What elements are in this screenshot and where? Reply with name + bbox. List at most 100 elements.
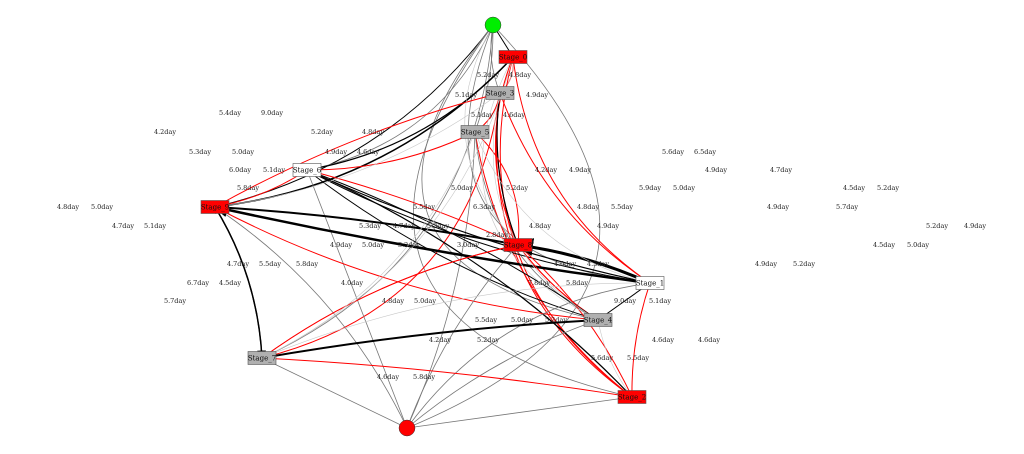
edge-label: 4.7day <box>112 222 134 230</box>
edge-label: 5.2day <box>477 71 499 79</box>
node-stage-9[interactable]: Stage_9 <box>200 200 230 214</box>
edge-label: 4.5day <box>843 184 865 192</box>
edge-Stage_7-Stage_4 <box>261 314 600 359</box>
edge-label: 4.9day <box>325 148 347 156</box>
edge-label: 3.0day <box>457 241 479 249</box>
edge-Stage_3-Stage_9 <box>214 92 501 209</box>
edge-label: 4.2day <box>154 128 176 136</box>
edge-label: 4.8day <box>509 71 531 79</box>
edge-label: 5.0day <box>907 241 929 249</box>
edge-label: 4.8day <box>529 222 551 230</box>
edge-label: 5.0day <box>91 203 113 211</box>
edge-label: 4.5day <box>873 241 895 249</box>
edge-Stage_5-Stage_8 <box>474 131 522 246</box>
edge-label: 4.9day <box>597 222 619 230</box>
edge-label: 4.7day <box>227 260 249 268</box>
edge-Stage_8-Stage_2 <box>517 244 633 398</box>
edge-Stage_3-Stage_1 <box>499 92 651 284</box>
edge-Stage_0-Stage_7 <box>261 56 514 359</box>
edge-start-Stage_7 <box>261 24 494 359</box>
edge-label: 5.0day <box>673 184 695 192</box>
edge-label: 5.1day <box>649 297 671 305</box>
edge-Stage_4-end <box>406 319 599 429</box>
edge-label: 4.6day <box>503 111 525 119</box>
edge-start-Stage_4 <box>421 24 599 322</box>
edge-label: 4.3day <box>587 260 609 268</box>
edge-label: 5.5day <box>627 354 649 362</box>
edge-Stage_9-end <box>214 206 408 429</box>
node-stage-3[interactable]: Stage_3 <box>485 86 515 100</box>
edge-label: 5.2day <box>793 260 815 268</box>
node-stage-2[interactable]: Stage_2 <box>617 390 647 404</box>
edge-Stage_2-end <box>406 396 633 430</box>
node-label: Stage_6 <box>293 167 322 175</box>
edge-label: 5.5day <box>475 316 497 324</box>
edge-label: 5.7day <box>836 203 858 211</box>
edge-label: 6.0day <box>229 166 251 174</box>
node-stage-7[interactable]: Stage_7 <box>247 351 277 365</box>
node-stage-0[interactable]: Stage_0 <box>498 50 528 64</box>
edge-label: 4.9day <box>964 222 986 230</box>
nodes: Stage_0Stage_3Stage_5Stage_6Stage_9Stage… <box>200 16 665 437</box>
edge-label: 5.5day <box>611 203 633 211</box>
edge-Stage_3-Stage_4 <box>492 92 599 321</box>
edge-start-Stage_5 <box>474 24 494 133</box>
node-stage-5[interactable]: Stage_5 <box>460 125 490 139</box>
edge-start-Stage_1 <box>467 24 651 285</box>
edge-label: 4.9day <box>755 260 777 268</box>
edge-label: 4.9day <box>526 91 548 99</box>
edge-Stage_7-Stage_2 <box>261 357 633 400</box>
edge-label: 5.2day <box>477 336 499 344</box>
edge-start-Stage_9 <box>214 24 494 209</box>
edge-label: 4.9day <box>705 166 727 174</box>
edge-Stage_4-Stage_2 <box>597 319 633 398</box>
edge-label: 5.0day <box>451 184 473 192</box>
edge-label: 5.0day <box>232 148 254 156</box>
edge-Stage_9-Stage_3 <box>214 91 501 208</box>
edge-label: 4.6day <box>377 373 399 381</box>
node-stage-6[interactable]: Stage_6 <box>292 163 322 177</box>
node-label: Stage_0 <box>499 54 527 62</box>
node-end[interactable] <box>398 419 416 437</box>
edge-labels: 5.2day 4.8day 4.9day 5.1day 5.1day 4.6day 5.4d… <box>57 71 986 381</box>
edge-start-Stage_2 <box>413 24 633 399</box>
edge-label: 5.2day <box>926 222 948 230</box>
edge-Stage_1-Stage_6 <box>305 169 651 284</box>
edge-label: 4.2day <box>429 336 451 344</box>
edge-label: 6.7day <box>187 279 209 287</box>
edge-label: 5.8day <box>296 260 318 268</box>
node-stage-8[interactable]: Stage_8 <box>503 238 533 252</box>
edge-label: 5.4day <box>219 109 241 117</box>
edge-label: 4.8day <box>382 297 404 305</box>
edge-label: 5.6day <box>662 148 684 156</box>
node-label: Stage_5 <box>461 129 489 137</box>
edge-label: 5.8day <box>237 184 259 192</box>
edge-Stage_5-Stage_2 <box>474 131 633 398</box>
edge-label: 4.0day <box>554 260 576 268</box>
edge-label: 5.1day <box>144 222 166 230</box>
edge-Stage_7-end <box>261 357 408 429</box>
edge-Stage_3-Stage_7 <box>261 92 501 360</box>
edge-Stage_6-Stage_1 <box>306 169 651 286</box>
edge-Stage_1-Stage_2 <box>628 282 651 398</box>
edge-label: 5.7day <box>164 297 186 305</box>
edge-label: 5.9day <box>639 184 661 192</box>
edge-Stage_6-Stage_4 <box>306 169 599 322</box>
edge-label: 5.5day <box>413 203 435 211</box>
edge-start-end <box>406 24 601 429</box>
edge-label: 5.1day <box>455 91 477 99</box>
edge-label: 4.6day <box>698 336 720 344</box>
edge-label: 4.9day <box>330 241 352 249</box>
edge-label: 5.6day <box>591 354 613 362</box>
node-start[interactable] <box>484 16 502 34</box>
edge-Stage_1-Stage_9 <box>212 202 651 285</box>
edge-Stage_4-Stage_6 <box>306 168 599 321</box>
edge-start-Stage_6 <box>306 24 494 172</box>
node-stage-4[interactable]: Stage_4 <box>583 313 613 327</box>
edge-Stage_8-Stage_3 <box>495 91 519 246</box>
node-stage-1[interactable]: Stage_1 <box>635 276 665 290</box>
edge-label: 9.0day <box>614 297 636 305</box>
edge-Stage_5-Stage_6 <box>306 131 476 174</box>
